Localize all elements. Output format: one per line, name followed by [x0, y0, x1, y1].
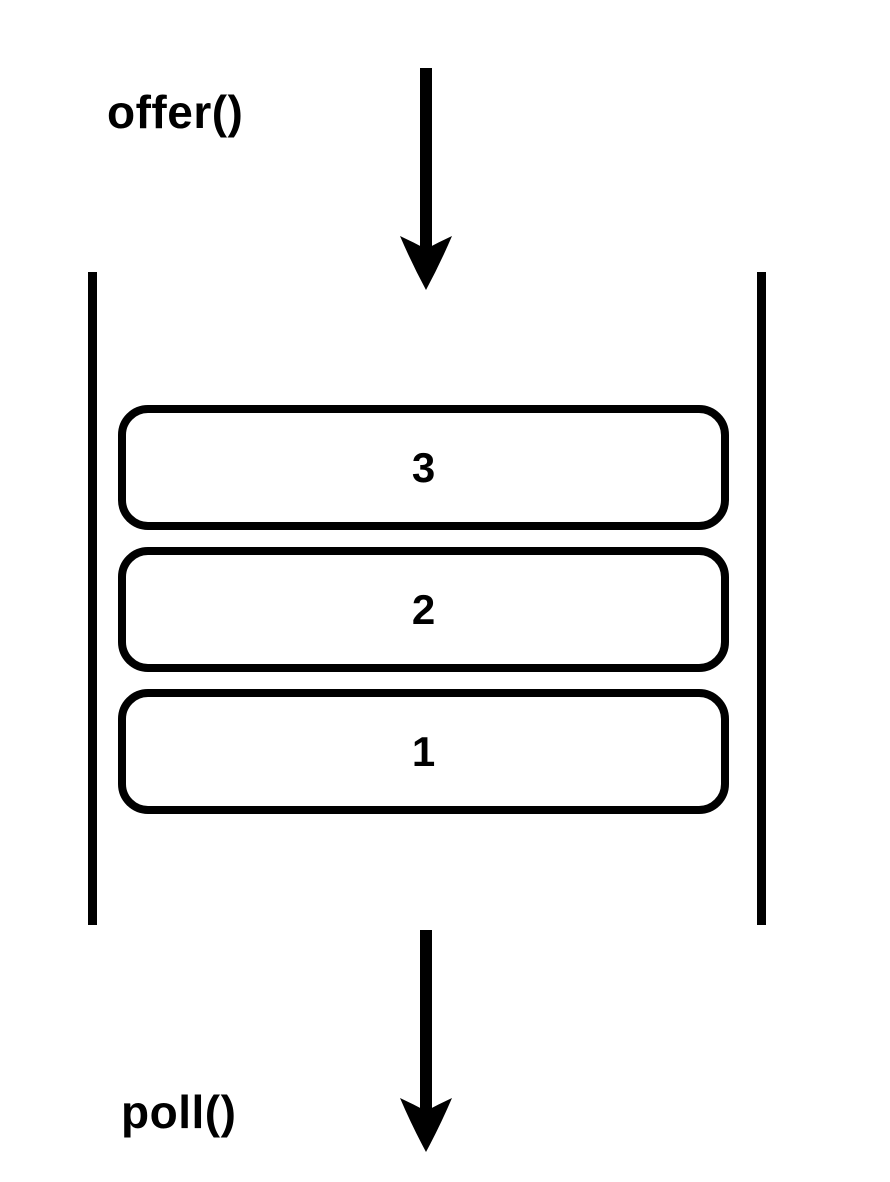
queue-item-value: 1 — [411, 727, 436, 775]
queue-left-wall — [88, 272, 97, 925]
queue-right-wall — [757, 272, 766, 925]
queue-item: 2 — [118, 547, 729, 672]
enqueue-down-arrow-icon — [400, 68, 452, 290]
queue-items: 3 2 1 — [118, 405, 729, 814]
offer-label: offer() — [107, 86, 244, 138]
queue-item: 3 — [118, 405, 729, 530]
queue-item-value: 2 — [411, 585, 436, 633]
dequeue-down-arrow-icon — [400, 930, 452, 1152]
queue-item-value: 3 — [411, 443, 436, 491]
poll-label: poll() — [121, 1086, 237, 1138]
queue-item: 1 — [118, 689, 729, 814]
